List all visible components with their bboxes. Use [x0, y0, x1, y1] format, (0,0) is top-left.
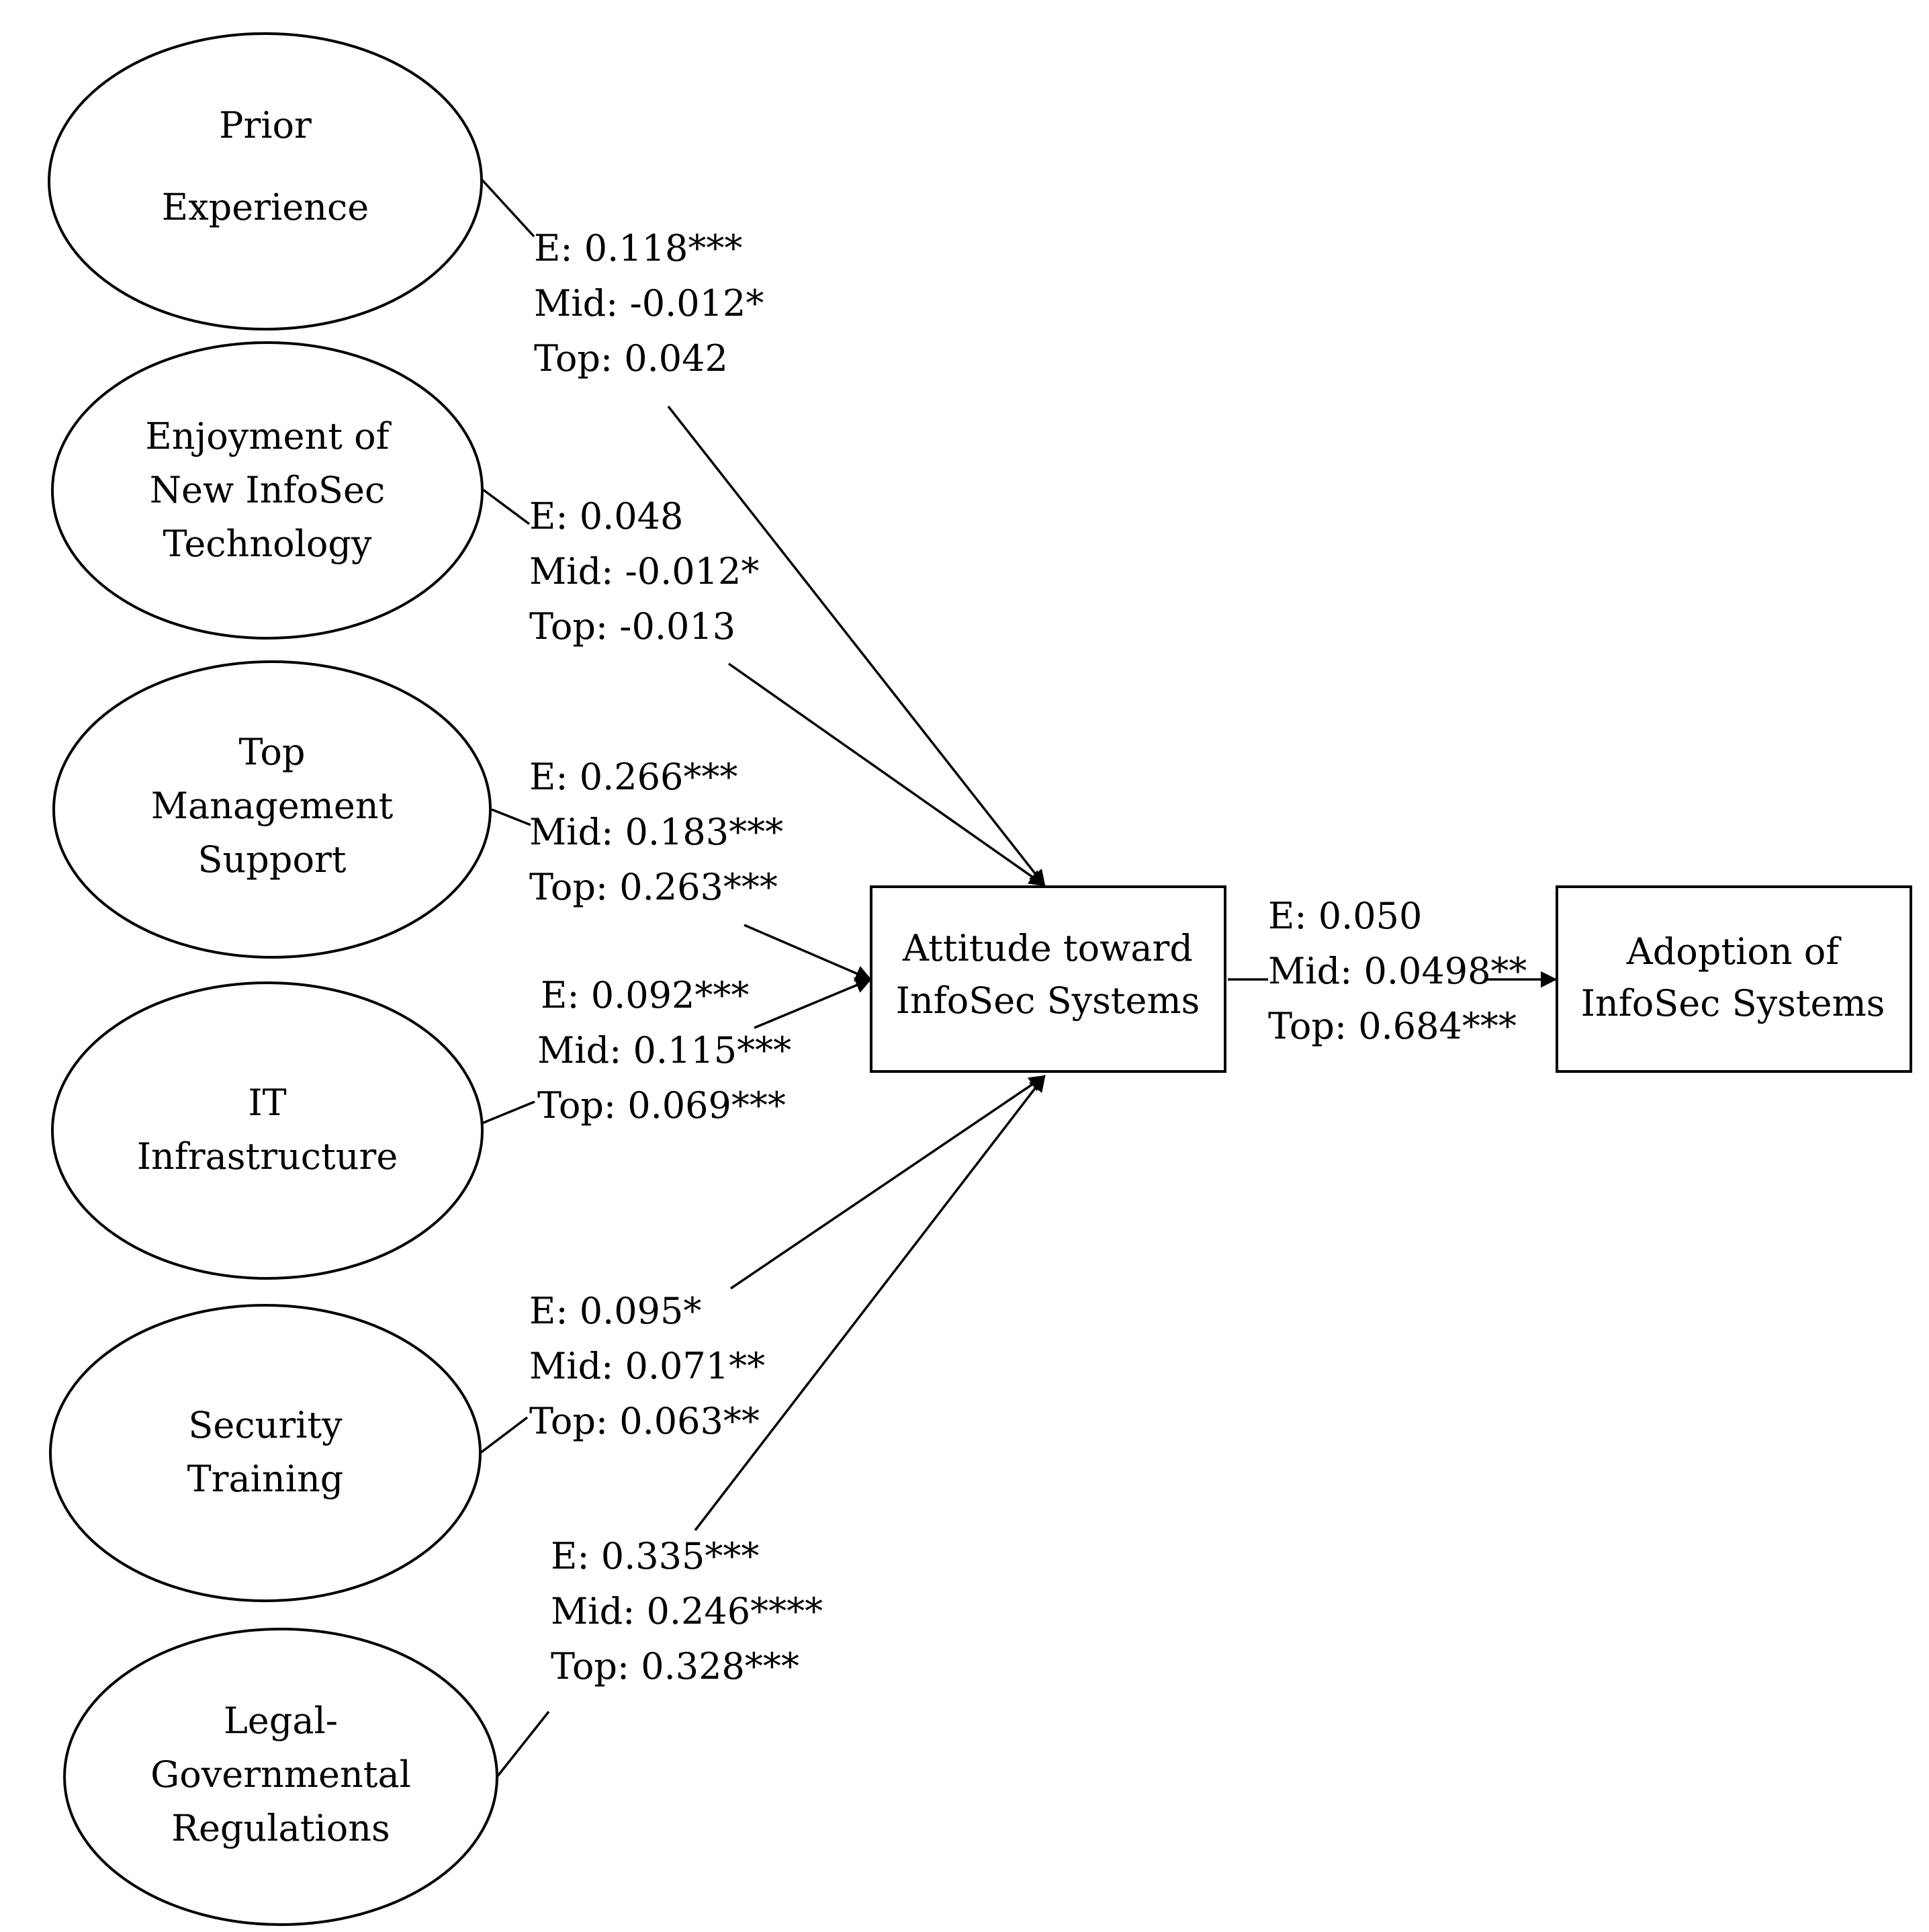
coefficients-top-management-support: E: 0.266*** Mid: 0.183*** Top: 0.263***: [529, 756, 783, 908]
coefficient-e: E: 0.048: [529, 495, 683, 537]
node-label-line: InfoSec Systems: [896, 979, 1200, 1022]
coefficient-top: Top: 0.069***: [537, 1084, 786, 1127]
coefficient-mid: Mid: -0.012*: [534, 282, 764, 324]
coefficient-e: E: 0.335***: [551, 1535, 759, 1577]
coefficients-prior-experience: E: 0.118*** Mid: -0.012* Top: 0.042: [534, 227, 764, 380]
node-enjoyment-of-new-infosec-technology: Enjoyment of New InfoSec Technology: [51, 341, 484, 640]
node-label-line: Governmental: [150, 1753, 411, 1796]
leader-it-infrastructure: [482, 1100, 535, 1125]
node-label-line: Prior: [219, 104, 312, 146]
coefficient-e: E: 0.050: [1268, 895, 1422, 937]
node-label-line: Infrastructure: [137, 1135, 398, 1178]
node-prior-experience: Prior Experience: [48, 32, 483, 331]
coefficient-e: E: 0.266***: [529, 756, 737, 798]
leader-prior-experience: [481, 179, 535, 238]
coefficient-e: E: 0.092***: [541, 974, 749, 1016]
coefficient-top: Top: 0.684***: [1268, 1005, 1517, 1047]
node-label-line: New InfoSec: [150, 469, 385, 511]
leader-legal-governmental: [496, 1710, 550, 1778]
coefficient-e: E: 0.095*: [529, 1290, 701, 1332]
coefficient-mid: Mid: 0.071**: [529, 1345, 765, 1387]
node-label-line: InfoSec Systems: [1581, 982, 1885, 1024]
node-security-training: Security Training: [49, 1304, 482, 1602]
node-label-line: Technology: [163, 523, 372, 565]
node-label-line: Top: [239, 731, 306, 773]
arrow-it-infrastructure-to-attitude: [754, 977, 872, 1029]
coefficients-it-infrastructure: E: 0.092*** Mid: 0.115*** Top: 0.069***: [537, 974, 791, 1127]
node-label-line: Experience: [162, 186, 369, 228]
coefficient-mid: Mid: 0.183***: [529, 811, 783, 853]
node-top-management-support: Top Management Support: [52, 660, 492, 959]
coefficient-top: Top: 0.042: [534, 337, 728, 380]
node-label-line: Enjoyment of: [145, 415, 392, 457]
arrow-enjoyment-to-attitude: [727, 662, 1046, 887]
connectors: [479, 179, 1558, 1778]
arrow-prior-experience-to-attitude: [667, 405, 1046, 887]
arrow-legal-governmental-to-attitude: [694, 1075, 1046, 1532]
coefficient-top: Top: 0.263***: [529, 866, 778, 908]
coefficient-mid: Mid: -0.012*: [529, 550, 759, 592]
coefficients-attitude-to-adoption: E: 0.050 Mid: 0.0498** Top: 0.684***: [1268, 895, 1527, 1047]
coefficients-legal-governmental: E: 0.335*** Mid: 0.246**** Top: 0.328***: [551, 1535, 823, 1687]
node-label-line: IT: [248, 1082, 286, 1124]
node-label-line: Management: [151, 785, 394, 827]
node-legal-governmental-regulations: Legal- Governmental Regulations: [63, 1628, 498, 1926]
coefficient-e: E: 0.118***: [534, 227, 742, 269]
coefficient-top: Top: -0.013: [529, 605, 735, 648]
coefficients-enjoyment: E: 0.048 Mid: -0.012* Top: -0.013: [529, 495, 759, 648]
node-label-line: Attitude toward: [902, 927, 1193, 969]
node-adoption-of-infosec-systems: Adoption of InfoSec Systems: [1556, 885, 1912, 1073]
coefficient-top: Top: 0.328***: [551, 1645, 799, 1687]
node-it-infrastructure: IT Infrastructure: [51, 981, 484, 1280]
node-label-line: Adoption of: [1626, 930, 1842, 973]
leader-top-management-support: [491, 808, 531, 826]
coefficient-mid: Mid: 0.246****: [551, 1590, 823, 1632]
leader-enjoyment: [481, 488, 531, 525]
node-label-line: Support: [198, 838, 347, 881]
leader-security-training: [479, 1416, 529, 1454]
node-label-line: Regulations: [171, 1807, 390, 1849]
coefficients-security-training: E: 0.095* Mid: 0.071** Top: 0.063**: [529, 1290, 765, 1442]
node-label-line: Training: [187, 1458, 344, 1500]
coefficient-mid: Mid: 0.115***: [537, 1029, 791, 1071]
node-attitude-toward-infosec-systems: Attitude toward InfoSec Systems: [870, 885, 1226, 1073]
coefficient-mid: Mid: 0.0498**: [1268, 950, 1527, 992]
coefficient-top: Top: 0.063**: [529, 1400, 760, 1442]
node-label-line: Security: [188, 1404, 343, 1446]
node-label-line: Legal-: [224, 1700, 338, 1742]
arrow-security-training-to-attitude: [730, 1075, 1046, 1290]
arrow-top-management-support-to-attitude: [744, 924, 872, 981]
